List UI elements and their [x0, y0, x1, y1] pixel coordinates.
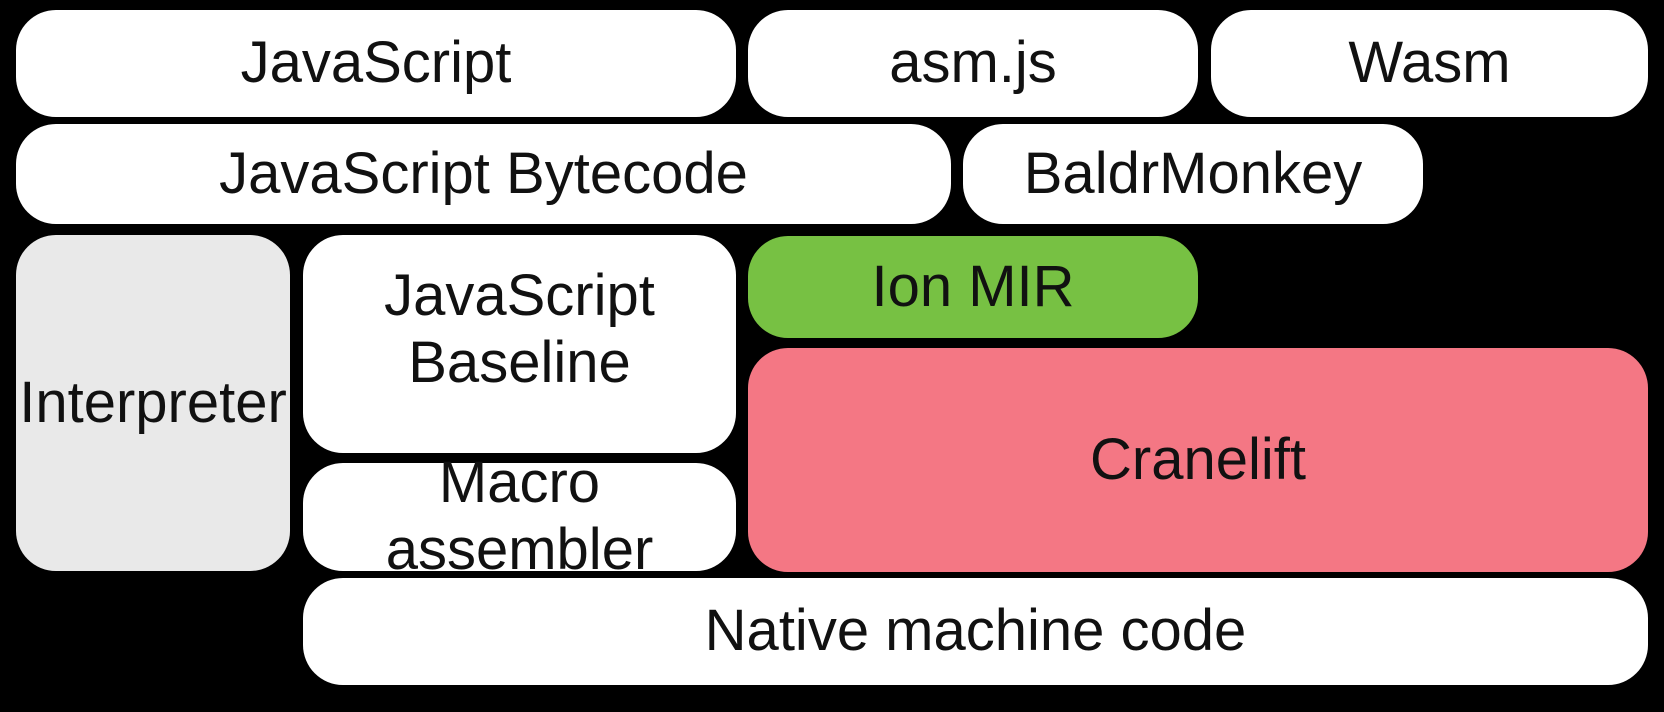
node-baldrmonkey: BaldrMonkey [963, 124, 1423, 224]
node-javascript-baseline: JavaScript Baseline [303, 235, 736, 453]
node-macro-assembler: Macro assembler [303, 450, 736, 582]
node-javascript-label: JavaScript [240, 30, 512, 96]
node-asmjs: asm.js [748, 10, 1198, 117]
node-javascript-baseline-line2: Baseline [408, 330, 631, 395]
node-javascript-bytecode: JavaScript Bytecode [16, 124, 951, 224]
node-wasm-label: Wasm [1348, 30, 1511, 96]
node-interpreter: Interpreter [16, 235, 290, 571]
node-javascript-bytecode-label: JavaScript Bytecode [219, 140, 748, 206]
node-native-machine-code: Native machine code [303, 578, 1648, 685]
node-ion-mir-label: Ion MIR [871, 253, 1075, 319]
node-ion-mir: Ion MIR [748, 236, 1198, 338]
node-cranelift-label: Cranelift [1090, 426, 1306, 492]
node-javascript: JavaScript [16, 10, 736, 117]
node-native-machine-code-label: Native machine code [704, 598, 1247, 664]
node-javascript-baseline-label: JavaScript Baseline [384, 263, 655, 396]
node-cranelift: Cranelift [748, 348, 1648, 572]
node-interpreter-label: Interpreter [19, 369, 287, 435]
node-macro-assembler-label: Macro assembler [385, 450, 654, 582]
node-asmjs-label: asm.js [889, 30, 1057, 96]
node-javascript-baseline-line1: JavaScript [384, 263, 655, 329]
node-wasm: Wasm [1211, 10, 1648, 117]
node-baldrmonkey-label: BaldrMonkey [1023, 140, 1363, 206]
